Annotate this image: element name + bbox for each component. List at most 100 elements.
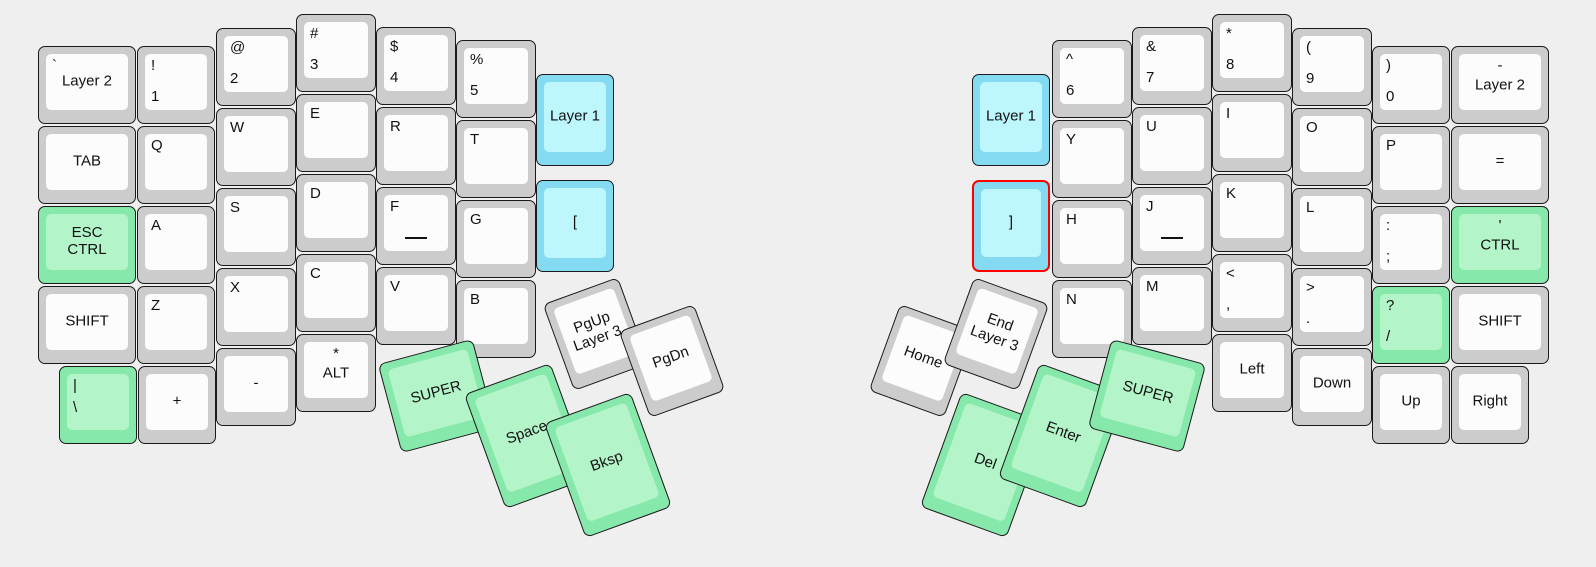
legend-center-right-arrow: Right <box>1472 392 1508 410</box>
keycap-minus-left: - <box>224 356 288 412</box>
key-star-alt[interactable]: *ALT <box>296 334 376 412</box>
keycap-y: Y <box>1060 128 1124 184</box>
legend-top-dollar-4: $ <box>390 38 399 55</box>
keycap-grave-layer2: `Layer 2 <box>46 54 128 110</box>
key-bracket-left[interactable]: [ <box>536 180 614 272</box>
key-u[interactable]: U <box>1132 107 1212 185</box>
key-minus-layer2[interactable]: -Layer 2 <box>1451 46 1549 124</box>
key-shift-left[interactable]: SHIFT <box>38 286 136 364</box>
key-at-2[interactable]: @2 <box>216 28 296 106</box>
key-right-arrow[interactable]: Right <box>1451 366 1529 444</box>
key-l[interactable]: L <box>1292 188 1372 266</box>
key-dollar-4[interactable]: $4 <box>376 27 456 105</box>
legend-bottom-paren-0: 0 <box>1386 88 1395 106</box>
legend-top-excl-1: ! <box>151 57 156 74</box>
key-caret-6[interactable]: ^6 <box>1052 40 1132 118</box>
keycap-l: L <box>1300 196 1364 252</box>
key-equals[interactable]: = <box>1451 126 1549 204</box>
key-minus-left[interactable]: - <box>216 348 296 426</box>
key-paren-9[interactable]: (9 <box>1292 28 1372 106</box>
legend-center-bracket-right: ] <box>1008 213 1014 231</box>
key-s[interactable]: S <box>216 188 296 266</box>
key-g[interactable]: G <box>456 200 536 278</box>
key-a[interactable]: A <box>137 206 215 284</box>
key-lt-comma[interactable]: <, <box>1212 254 1292 332</box>
key-v[interactable]: V <box>376 267 456 345</box>
legend-top-r: R <box>390 118 401 135</box>
key-k[interactable]: K <box>1212 174 1292 252</box>
key-excl-1[interactable]: !1 <box>137 46 215 124</box>
legend-top-c: C <box>310 265 321 282</box>
legend-top-caret-6: ^ <box>1066 51 1074 68</box>
keycap-shift-right: SHIFT <box>1459 294 1541 350</box>
keycap-excl-1: !1 <box>145 54 207 110</box>
keycap-star-8: *8 <box>1220 22 1284 78</box>
legend-center-equals: = <box>1495 152 1505 170</box>
keycap-q: Q <box>145 134 207 190</box>
key-quote-ctrl[interactable]: 'CTRL <box>1451 206 1549 284</box>
keycap-bracket-left: [ <box>544 188 606 258</box>
key-c[interactable]: C <box>296 254 376 332</box>
key-z[interactable]: Z <box>137 286 215 364</box>
key-question-slash[interactable]: ?/ <box>1372 286 1450 364</box>
keycap-w: W <box>224 116 288 172</box>
key-t[interactable]: T <box>456 120 536 198</box>
legend-top-n: N <box>1066 291 1077 308</box>
key-r[interactable]: R <box>376 107 456 185</box>
key-w[interactable]: W <box>216 108 296 186</box>
key-y[interactable]: Y <box>1052 120 1132 198</box>
legend-top-e: E <box>310 105 321 122</box>
keycap-x: X <box>224 276 288 332</box>
key-grave-layer2[interactable]: `Layer 2 <box>38 46 136 124</box>
key-bracket-right[interactable]: ] <box>972 180 1050 272</box>
key-m[interactable]: M <box>1132 267 1212 345</box>
key-paren-0[interactable]: )0 <box>1372 46 1450 124</box>
keycap-e: E <box>304 102 368 158</box>
key-gt-period[interactable]: >. <box>1292 268 1372 346</box>
key-pipe-backslash[interactable]: |\ <box>59 366 137 444</box>
legend-center-shift-right: SHIFT <box>1478 312 1522 330</box>
legend-center-super-right: SUPER <box>1120 377 1176 408</box>
key-tab[interactable]: TAB <box>38 126 136 204</box>
keycap-o: O <box>1300 116 1364 172</box>
key-plus[interactable]: + <box>138 366 216 444</box>
key-percent-5[interactable]: %5 <box>456 40 536 118</box>
key-shift-right[interactable]: SHIFT <box>1451 286 1549 364</box>
legend-top-g: G <box>470 211 482 228</box>
key-amp-7[interactable]: &7 <box>1132 27 1212 105</box>
legend-center-bracket-left: [ <box>572 213 578 231</box>
legend-bottom-at-2: 2 <box>230 70 239 88</box>
keycap-layer1-left: Layer 1 <box>544 82 606 152</box>
key-up-arrow[interactable]: Up <box>1372 366 1450 444</box>
key-j[interactable]: J <box>1132 187 1212 265</box>
keycap-at-2: @2 <box>224 36 288 92</box>
legend-center-tab: TAB <box>72 152 102 170</box>
key-star-8[interactable]: *8 <box>1212 14 1292 92</box>
key-hash-3[interactable]: #3 <box>296 14 376 92</box>
legend-center-up-arrow: Up <box>1401 392 1421 410</box>
keycap-minus-layer2: -Layer 2 <box>1459 54 1541 110</box>
legend-bottom-question-slash: / <box>1386 328 1391 346</box>
key-f[interactable]: F <box>376 187 456 265</box>
key-q[interactable]: Q <box>137 126 215 204</box>
key-down-arrow[interactable]: Down <box>1292 348 1372 426</box>
key-i[interactable]: I <box>1212 94 1292 172</box>
key-layer1-right[interactable]: Layer 1 <box>972 74 1050 166</box>
keycap-dollar-4: $4 <box>384 35 448 91</box>
key-colon-semi[interactable]: :; <box>1372 206 1450 284</box>
keycap-up-arrow: Up <box>1380 374 1442 430</box>
key-layer1-left[interactable]: Layer 1 <box>536 74 614 166</box>
key-o[interactable]: O <box>1292 108 1372 186</box>
key-left-arrow[interactable]: Left <box>1212 334 1292 412</box>
key-d[interactable]: D <box>296 174 376 252</box>
key-h[interactable]: H <box>1052 200 1132 278</box>
keycap-bracket-right: ] <box>981 189 1041 257</box>
key-p[interactable]: P <box>1372 126 1450 204</box>
key-e[interactable]: E <box>296 94 376 172</box>
key-x[interactable]: X <box>216 268 296 346</box>
